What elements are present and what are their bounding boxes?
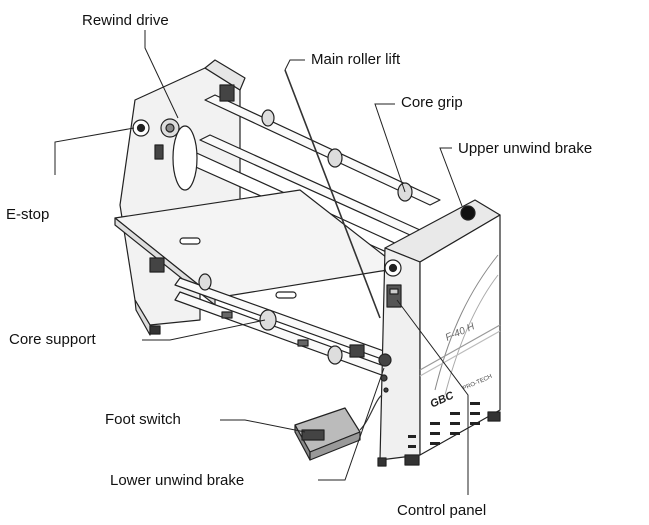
lower-unwind-brake-knob — [378, 353, 392, 367]
label-lower-unwind-brake: Lower unwind brake — [110, 472, 245, 489]
leader-foot-switch — [220, 419, 306, 433]
lower-rollers — [149, 257, 396, 379]
core-grip-chuck-3 — [261, 109, 275, 127]
control-panel-unit — [386, 284, 402, 308]
label-core-grip: Core grip — [401, 94, 463, 111]
label-e-stop: E-stop — [6, 206, 50, 223]
label-upper-unwind-brake: Upper unwind brake — [458, 140, 593, 157]
label-core-support: Core support — [9, 331, 96, 348]
leader-lower-unwind-brake — [318, 367, 385, 481]
core-grip-chuck-1 — [327, 148, 343, 168]
leader-upper-unwind-brake — [439, 147, 463, 207]
core-support-chuck — [259, 309, 277, 331]
leader-control-panel — [396, 299, 469, 495]
left-frame-switch — [154, 144, 164, 160]
main-roller-end — [172, 125, 198, 191]
label-foot-switch: Foot switch — [105, 411, 181, 428]
foot-switch — [294, 394, 383, 461]
label-main-roller-lift: Main roller lift — [311, 51, 401, 68]
leader-lines — [54, 30, 469, 495]
leader-rewind-drive — [144, 30, 179, 119]
vent-slots — [408, 402, 480, 448]
caster-rear-right — [487, 411, 501, 422]
leader-core-support — [142, 319, 266, 341]
leader-e-stop — [54, 127, 135, 175]
label-control-panel: Control panel — [397, 502, 487, 519]
caster-front-right — [404, 454, 420, 466]
right-cabinet — [377, 199, 501, 467]
leader-core-grip — [374, 103, 406, 193]
main-roller-lift-arm — [284, 69, 381, 319]
label-rewind-drive: Rewind drive — [82, 12, 169, 29]
upper-unwind-brake-knob — [460, 205, 476, 221]
rewind-drive-gear — [219, 84, 235, 102]
